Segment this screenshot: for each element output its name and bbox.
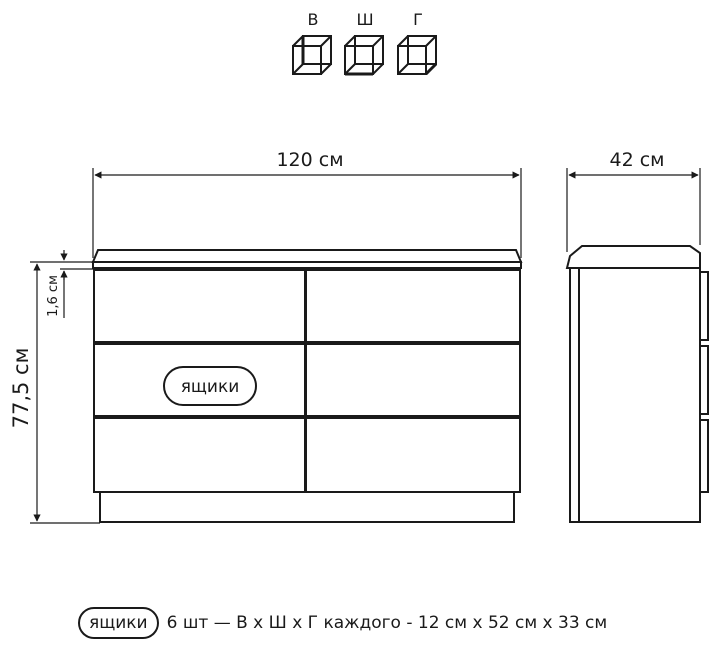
depth-axis-letter: Г [413,10,423,29]
width-axis-letter: Ш [356,10,373,29]
drawer-spec-text: 6 шт — В х Ш х Г каждого - 12 см х 52 см… [166,613,608,633]
height-axis-letter: В [308,10,319,29]
height-label: 77,5 см [9,348,33,429]
top-thickness-label: 1,6 см [46,275,61,317]
drawer-fronts [93,269,521,493]
cube-depth-icon [397,35,438,76]
width-label: 120 см [276,149,343,171]
footer-badge: ящики [78,607,159,639]
width-dimension [92,168,522,258]
depth-label: 42 см [610,149,665,171]
top-thickness-dimension [60,250,95,318]
drawer-spec-note: ящики 6 шт — В х Ш х Г каждого - 12 см х… [78,603,607,643]
cube-height-icon [292,35,332,75]
depth-dimension [566,168,701,252]
height-dimension [30,261,100,524]
drawer-badge-label: ящики [181,377,240,397]
cube-width-icon [344,35,384,76]
drawer-badge: ящики [163,366,257,406]
dresser-side-view [565,245,709,523]
